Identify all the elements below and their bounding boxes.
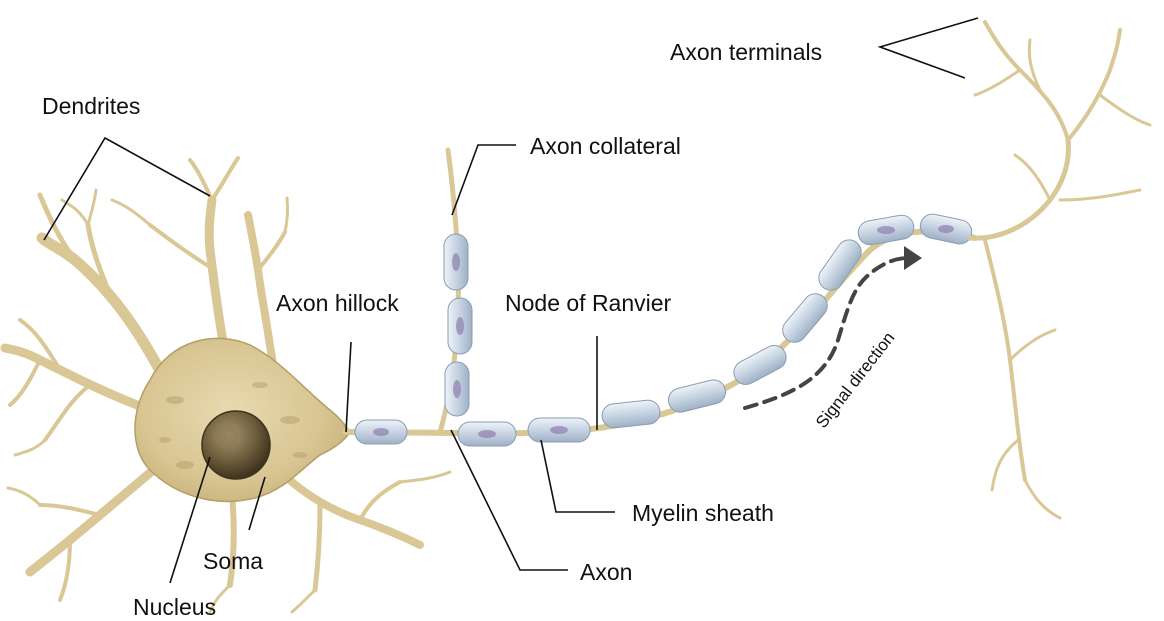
label-nucleus: Nucleus xyxy=(133,596,216,619)
label-axon-hillock: Axon hillock xyxy=(276,292,399,315)
label-myelin-sheath: Myelin sheath xyxy=(632,502,774,525)
nucleolus xyxy=(214,424,238,448)
label-soma: Soma xyxy=(203,550,263,573)
signal-arrowhead xyxy=(904,246,922,270)
label-axon-collateral: Axon collateral xyxy=(530,135,681,158)
nucleus xyxy=(202,411,270,479)
label-node-of-ranvier: Node of Ranvier xyxy=(505,292,671,315)
label-axon-terminals: Axon terminals xyxy=(670,41,822,64)
axon-terminals xyxy=(970,22,1150,518)
label-dendrites: Dendrites xyxy=(42,95,140,118)
label-axon: Axon xyxy=(580,561,632,584)
